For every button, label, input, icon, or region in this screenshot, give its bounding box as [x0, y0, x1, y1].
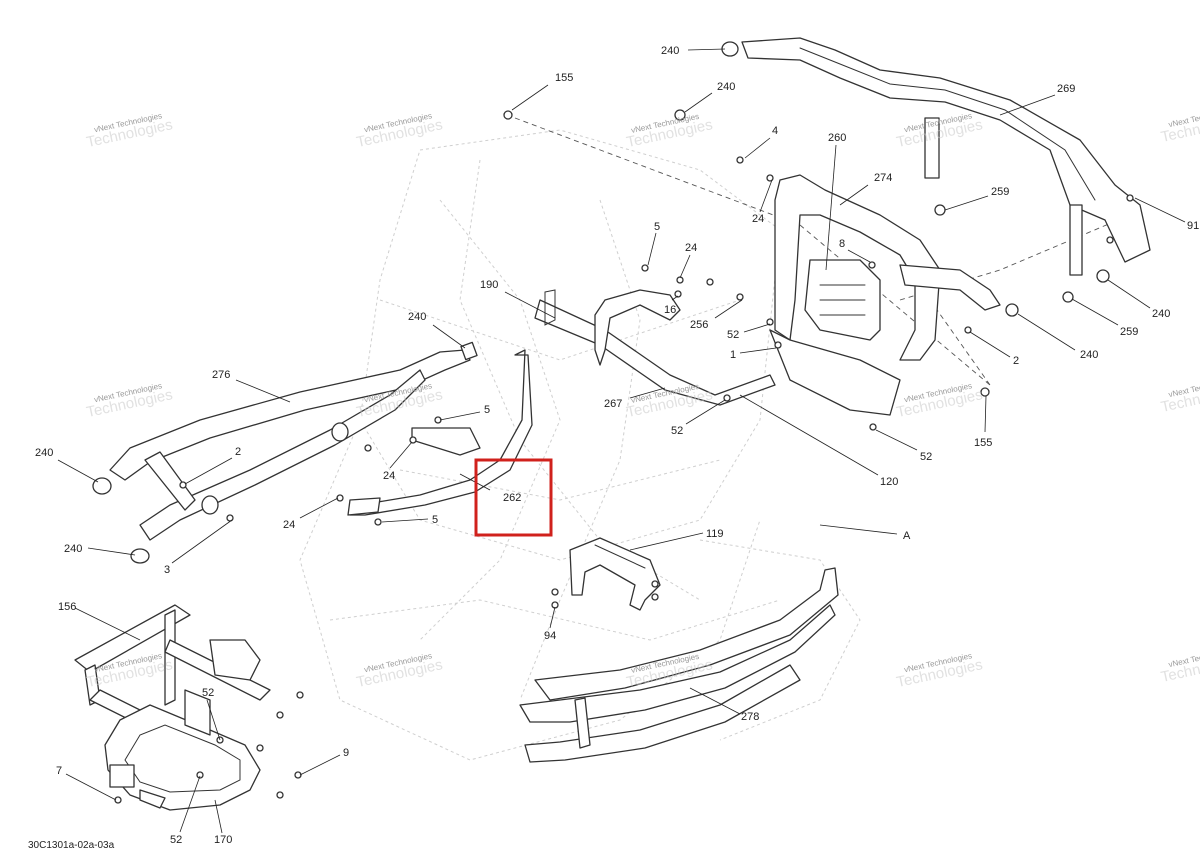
callout-16: 16 [664, 304, 676, 316]
callout-8: 8 [839, 238, 845, 250]
callout-155-a: 155 [555, 72, 573, 84]
callout-24-c: 24 [383, 470, 395, 482]
callout-24-a: 24 [752, 213, 764, 225]
callout-155-b: 155 [974, 437, 992, 449]
diagram-code: 30C1301a-02a-03a [28, 840, 115, 851]
callout-260: 260 [828, 132, 846, 144]
part-278-lower-tube [519, 567, 839, 763]
part-156-hitch-assembly [74, 604, 271, 811]
ghost-frame [299, 129, 861, 761]
callout-170: 170 [214, 834, 232, 846]
callout-52-c: 52 [920, 451, 932, 463]
callout-3: 3 [164, 564, 170, 576]
callout-267: 267 [604, 398, 622, 410]
callout-91: 91 [1187, 220, 1199, 232]
highlight-box-262 [474, 458, 553, 537]
callout-2-b: 2 [235, 446, 241, 458]
part-276-left-tube [92, 341, 478, 564]
callout-5-c: 5 [432, 514, 438, 526]
part-274-mid-frame [769, 174, 1001, 416]
callout-5-b: 5 [484, 404, 490, 416]
callout-156: 156 [58, 601, 76, 613]
callout-52-a: 52 [727, 329, 739, 341]
callout-24-b: 24 [685, 242, 697, 254]
callout-276: 276 [212, 369, 230, 381]
callout-240-b: 240 [717, 81, 735, 93]
callout-4: 4 [772, 125, 778, 137]
callout-7: 7 [56, 765, 62, 777]
callout-240-d: 240 [1080, 349, 1098, 361]
callout-5-a: 5 [654, 221, 660, 233]
callout-labels: 240 155 240 4 260 269 274 259 91 24 5 24… [35, 45, 1199, 846]
callout-24-d: 24 [283, 519, 295, 531]
callout-190: 190 [480, 279, 498, 291]
callout-1: 1 [730, 349, 736, 361]
callout-269: 269 [1057, 83, 1075, 95]
callout-262: 262 [503, 492, 521, 504]
part-269-upper-tube [721, 37, 1151, 276]
callout-259-b: 259 [1120, 326, 1138, 338]
hardware-fasteners [114, 109, 1134, 804]
callout-256: 256 [690, 319, 708, 331]
part-262-brace [347, 349, 533, 516]
callout-94: 94 [544, 630, 556, 642]
callout-52-e: 52 [170, 834, 182, 846]
callout-240-e: 240 [408, 311, 426, 323]
callout-259-a: 259 [991, 186, 1009, 198]
callout-119: 119 [706, 528, 724, 540]
callout-A: A [903, 530, 911, 542]
callout-52-b: 52 [671, 425, 683, 437]
callout-274: 274 [874, 172, 892, 184]
leader-lines [57, 48, 1186, 834]
callout-278: 278 [741, 711, 759, 723]
callout-52-d: 52 [202, 687, 214, 699]
callout-9: 9 [343, 747, 349, 759]
callout-240-c: 240 [1152, 308, 1170, 320]
callout-2-a: 2 [1013, 355, 1019, 367]
callout-240-f: 240 [35, 447, 53, 459]
callout-240-a: 240 [661, 45, 679, 57]
part-190-cross-tube [534, 289, 776, 406]
part-119-bracket [569, 537, 661, 611]
callout-240-g: 240 [64, 543, 82, 555]
alignment-lines [514, 117, 1131, 386]
callout-120: 120 [880, 476, 898, 488]
